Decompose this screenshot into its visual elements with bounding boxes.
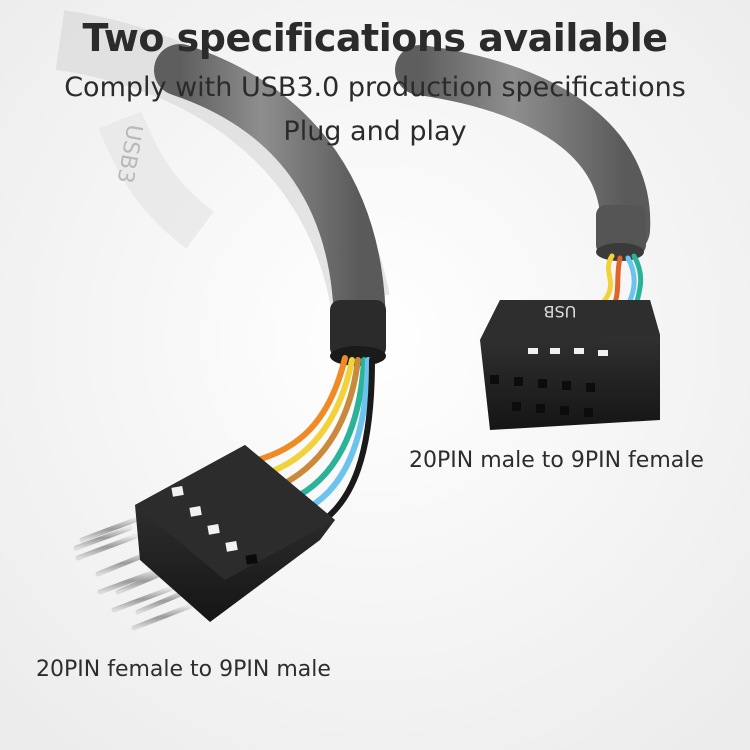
male-connector-caption: 20PIN female to 9PIN male: [36, 657, 331, 682]
subtitle-compliance: Comply with USB3.0 production specificat…: [64, 72, 686, 103]
connector-print-label: USB: [544, 302, 577, 321]
female-connector: USB: [480, 300, 660, 430]
female-connector-caption: 20PIN male to 9PIN female: [409, 448, 704, 473]
male-connector: [73, 445, 335, 631]
subtitle-plug-and-play: Plug and play: [283, 116, 467, 147]
page-title: Two specifications available: [82, 16, 668, 60]
